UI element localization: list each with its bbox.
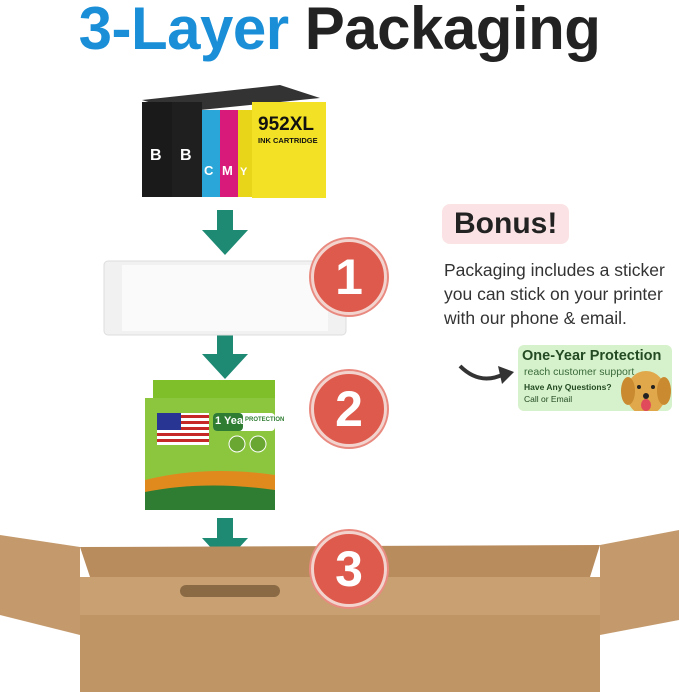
ink-cartridges-image: B B C M Y 952XL INK CARTRIDGE [142, 85, 326, 198]
arrow-down-icon [202, 518, 248, 563]
cartridge-subtitle: INK CARTRIDGE [258, 136, 318, 145]
badge-year: 1 Year [215, 415, 248, 427]
sticker-title: One-Year Protection [522, 348, 662, 364]
step-2-badge: 2 [311, 371, 387, 447]
title-part-2: Packaging [304, 0, 601, 62]
page-title: 3-Layer Packaging [0, 0, 679, 63]
sticker-subtitle: reach customer support [524, 366, 635, 378]
bonus-heading: Bonus! [442, 204, 570, 244]
cartridge-letter: M [222, 163, 233, 178]
retail-box-image: 1 Year PROTECTION [145, 380, 284, 510]
badge-protection: PROTECTION [245, 417, 285, 423]
arrow-down-icon [202, 210, 248, 255]
cartridge-letter: C [204, 163, 214, 178]
sticker-cta: Call or Email [524, 394, 573, 404]
bonus-description: Packaging includes a sticker you can sti… [444, 260, 665, 328]
step-3-badge: 3 [311, 531, 387, 607]
support-sticker: One-Year Protection reach customer suppo… [518, 345, 672, 411]
step-1-badge: 1 [311, 239, 387, 315]
cartridge-model: 952XL [258, 114, 314, 135]
curved-arrow-icon [458, 364, 514, 384]
cartridge-letter: Y [240, 166, 248, 178]
cartridge-letter: B [180, 147, 192, 164]
dog-icon [621, 371, 671, 411]
cartridge-letter: B [150, 147, 162, 164]
sticker-question: Have Any Questions? [524, 382, 612, 392]
title-part-1: 3-Layer [78, 0, 289, 62]
arrow-down-icon [202, 334, 248, 379]
